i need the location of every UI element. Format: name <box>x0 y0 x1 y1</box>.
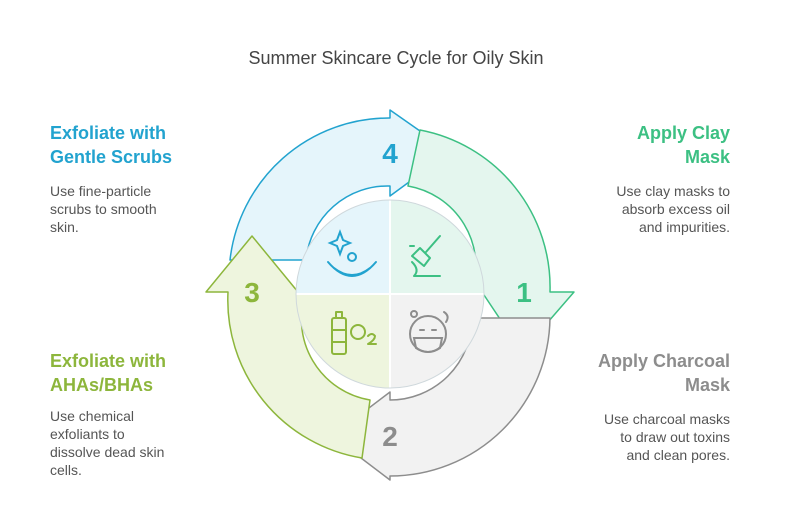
step-desc-4-line1: Use fine-particle <box>50 183 152 199</box>
page-title: Summer Skincare Cycle for Oily Skin <box>248 48 544 68</box>
step-desc-4-line3: skin. <box>50 219 79 235</box>
step-desc-1-line1: Use clay masks to <box>616 183 730 199</box>
step-desc-3-line2: exfoliants to <box>50 426 125 442</box>
arrow-segment-2 <box>331 317 551 481</box>
step-title-2-line1: Apply Charcoal <box>597 351 730 371</box>
step-title-4-line1: Exfoliate with <box>50 123 167 143</box>
step-title-1-line1: Apply Clay <box>636 123 730 143</box>
step-number-4: 4 <box>382 138 398 169</box>
brush-clay-icon <box>409 235 441 277</box>
step-title-3-line2: AHAs/BHAs <box>50 375 154 395</box>
arrow-segment-4 <box>229 109 451 261</box>
step-title-2: Apply Charcoal Mask <box>530 349 730 397</box>
face-mask-icon <box>409 310 449 353</box>
step-title-2-line2: Mask <box>684 375 730 395</box>
step-desc-1: Use clay masks to absorb excess oil and … <box>570 182 730 236</box>
step-title-3-line1: Exfoliate with <box>50 351 167 371</box>
step-title-1: Apply Clay Mask <box>530 121 730 169</box>
sparkle-scrub-icon <box>327 229 377 277</box>
step-number-3: 3 <box>244 277 260 308</box>
step-desc-3: Use chemical exfoliants to dissolve dead… <box>50 407 210 479</box>
bottle-o2-icon <box>331 311 377 355</box>
arrow-segment-1 <box>407 129 575 353</box>
step-desc-4-line2: scrubs to smooth <box>50 201 157 217</box>
step-title-1-line2: Mask <box>684 147 730 167</box>
step-title-3: Exfoliate with AHAs/BHAs <box>50 349 250 397</box>
step-desc-4: Use fine-particle scrubs to smooth skin. <box>50 182 210 236</box>
step-desc-1-line2: absorb excess oil <box>621 201 730 217</box>
quadrant-1 <box>390 200 484 294</box>
step-desc-2-line3: and clean pores. <box>626 447 730 463</box>
arrow-segment-3 <box>205 235 371 459</box>
step-number-1: 1 <box>516 277 532 308</box>
step-desc-2-line1: Use charcoal masks <box>603 411 730 427</box>
step-desc-3-line1: Use chemical <box>50 408 135 424</box>
step-title-4: Exfoliate with Gentle Scrubs <box>50 121 250 169</box>
step-desc-3-line3: dissolve dead skin <box>50 444 165 460</box>
step-desc-2: Use charcoal masks to draw out toxins an… <box>570 410 730 464</box>
step-title-4-line2: Gentle Scrubs <box>50 147 173 167</box>
step-desc-3-line4: cells. <box>50 462 82 478</box>
step-desc-1-line3: and impurities. <box>638 219 730 235</box>
step-desc-2-line2: to draw out toxins <box>620 429 730 445</box>
step-number-2: 2 <box>382 421 398 452</box>
